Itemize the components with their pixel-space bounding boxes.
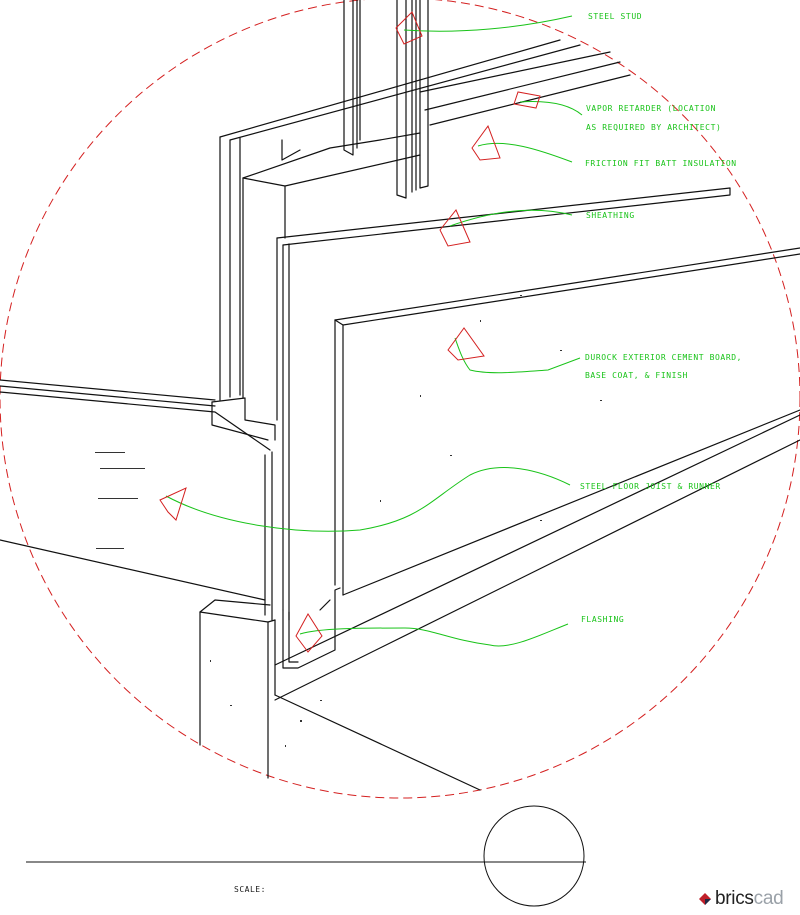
leader-vapor-retarder xyxy=(519,101,583,116)
callout-line: DUROCK EXTERIOR CEMENT BOARD, xyxy=(585,353,743,362)
arrow-steel-stud xyxy=(395,11,423,45)
callout-line: STEEL STUD xyxy=(588,12,643,21)
leader-floor-joist xyxy=(165,467,571,532)
sheathing-geometry xyxy=(276,187,731,621)
callout-line: FLASHING xyxy=(581,615,625,624)
scale-label: SCALE: xyxy=(234,885,266,894)
callout-line: AS REQUIRED BY ARCHITECT) xyxy=(586,123,722,132)
callout-line: VAPOR RETARDER (LOCATION xyxy=(586,104,716,113)
steel-stud-geometry xyxy=(343,0,429,199)
callout-leaders xyxy=(165,15,583,647)
callout-line: BASE COAT, & FINISH xyxy=(585,371,688,380)
callout-sheathing: SHEATHING xyxy=(586,210,635,222)
callout-batt-insulation: FRICTION FIT BATT INSULATION xyxy=(585,158,737,170)
callout-arrows xyxy=(159,11,541,653)
floor-joist-geometry xyxy=(0,379,276,621)
texture-speckles xyxy=(95,295,602,747)
callout-line: SHEATHING xyxy=(586,211,635,220)
arrow-vapor-retarder xyxy=(513,91,541,109)
insulation-geometry xyxy=(242,132,421,399)
brand-name-part2: cad xyxy=(753,888,784,909)
brand-wordmark: bricscad xyxy=(715,888,784,910)
cement-board-geometry xyxy=(334,247,800,596)
callout-durock-board: DUROCK EXTERIOR CEMENT BOARD, BASE COAT,… xyxy=(585,352,742,382)
callout-line: FRICTION FIT BATT INSULATION xyxy=(585,159,737,168)
scale-symbol xyxy=(26,805,586,907)
construction-linework xyxy=(0,0,800,791)
arrow-flashing xyxy=(295,613,323,653)
foundation-geometry xyxy=(199,414,800,791)
leader-batt-insulation xyxy=(477,142,573,163)
callout-vapor-retarder: VAPOR RETARDER (LOCATION AS REQUIRED BY … xyxy=(586,103,721,134)
callout-floor-joist: STEEL FLOOR JOIST & RUNNER xyxy=(580,481,721,493)
leader-flashing xyxy=(299,623,569,647)
flashing-geometry xyxy=(282,587,341,669)
leader-durock-board xyxy=(454,337,581,374)
brand-mark-icon xyxy=(699,893,711,905)
leader-steel-stud xyxy=(403,15,573,32)
bricscad-logo: bricscad xyxy=(698,888,784,910)
callout-line: STEEL FLOOR JOIST & RUNNER xyxy=(580,482,721,491)
arrow-batt-insulation xyxy=(471,124,501,161)
callout-flashing: FLASHING xyxy=(581,614,624,626)
leader-sheathing xyxy=(449,209,573,227)
brand-name-part1: brics xyxy=(715,888,754,909)
title-bubble xyxy=(483,805,585,907)
arrow-sheathing xyxy=(439,209,471,247)
callout-steel-stud: STEEL STUD xyxy=(588,11,642,23)
top-track-geometry xyxy=(219,39,631,401)
arrow-floor-joist xyxy=(159,487,187,521)
arrow-durock-board xyxy=(447,327,485,361)
